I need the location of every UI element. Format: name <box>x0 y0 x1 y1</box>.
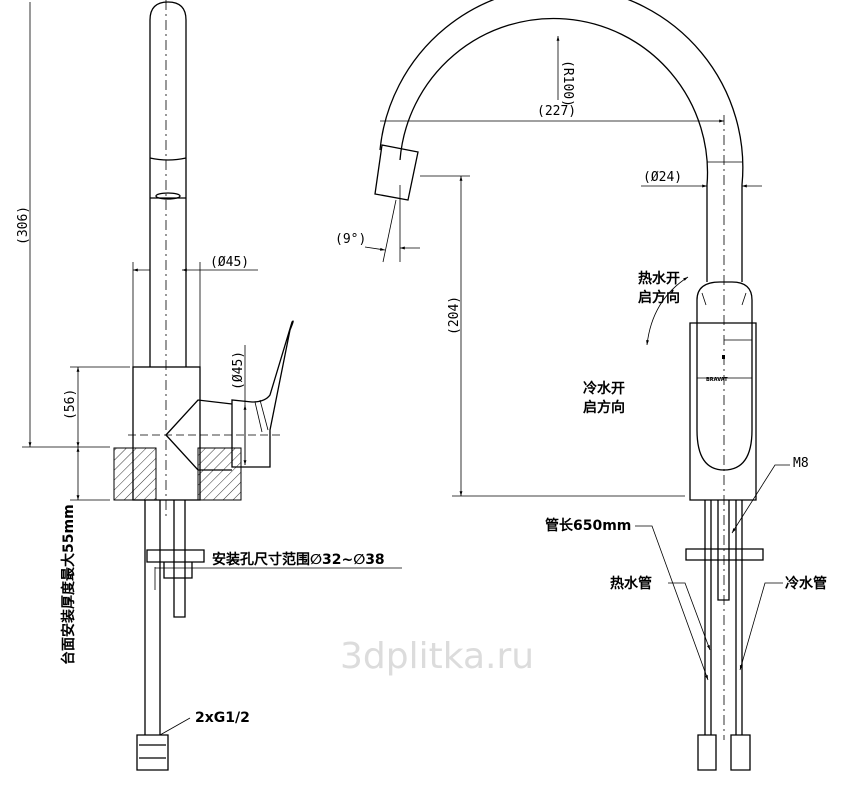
tube-diameter-label: (Ø24) <box>643 170 682 185</box>
reach-dim-label: (227) <box>537 104 576 119</box>
handle-diameter-label: (Ø45) <box>231 351 246 390</box>
countertop-section-right <box>197 447 242 501</box>
hot-open-line1: 热水开 <box>638 270 680 287</box>
brand-mark: BRAVAT <box>706 377 728 383</box>
supply-hose <box>144 500 161 735</box>
front-mounting-plate <box>685 548 764 561</box>
front-shank <box>717 500 730 601</box>
front-connectors <box>697 734 751 771</box>
cold-open-line2: 启方向 <box>583 399 625 416</box>
spout-diameter-label: (Ø45) <box>210 255 249 270</box>
faucet-body-front <box>689 322 757 501</box>
counter-thickness-note: 台面安装厚度最大55mm <box>60 504 77 665</box>
cold-hose-label: 冷水管 <box>785 575 827 592</box>
hot-open-line2: 启方向 <box>638 289 680 306</box>
aerator-ring <box>155 192 181 200</box>
stud-label: M8 <box>793 456 809 471</box>
height-dim-label: (306) <box>16 206 31 245</box>
front-hoses <box>704 500 743 735</box>
aerator <box>149 157 187 199</box>
hose-connector <box>136 734 169 771</box>
hose-length-label: 管长650mm <box>545 517 631 534</box>
handle-lever <box>231 320 294 468</box>
spout-angle-label: (9°) <box>335 232 366 247</box>
rotation-arrow-icon <box>646 276 689 346</box>
countertop-section-left <box>113 447 157 501</box>
spout-arc-inner <box>399 17 709 282</box>
side-view: (306) (Ø45) (Ø45) (56) 台面安装厚度最大55mm 安装孔尺… <box>16 0 402 771</box>
clearance-height-label: (204) <box>447 296 462 335</box>
faucet-body <box>132 366 201 501</box>
threaded-shank <box>173 500 186 618</box>
body-height-label: (56) <box>63 389 78 420</box>
cold-open-line1: 冷水开 <box>583 380 625 397</box>
connector-note: 2xG1/2 <box>195 710 250 726</box>
front-view: (227) (R100) (Ø24) (9°) (204) BRAVAT 热水开… <box>335 0 827 771</box>
radius-dim-label: (R100) <box>560 60 575 107</box>
mounting-plate <box>146 549 205 563</box>
mount-hole-note: 安装孔尺寸范围∅32~∅38 <box>212 551 385 568</box>
handle-front <box>696 281 753 471</box>
hot-hose-label: 热水管 <box>610 575 652 592</box>
spout-nozzle <box>374 144 419 201</box>
spout-arc-outer <box>379 0 744 282</box>
spout-tube <box>149 1 187 367</box>
watermark: 3dplitka.ru <box>340 636 534 677</box>
